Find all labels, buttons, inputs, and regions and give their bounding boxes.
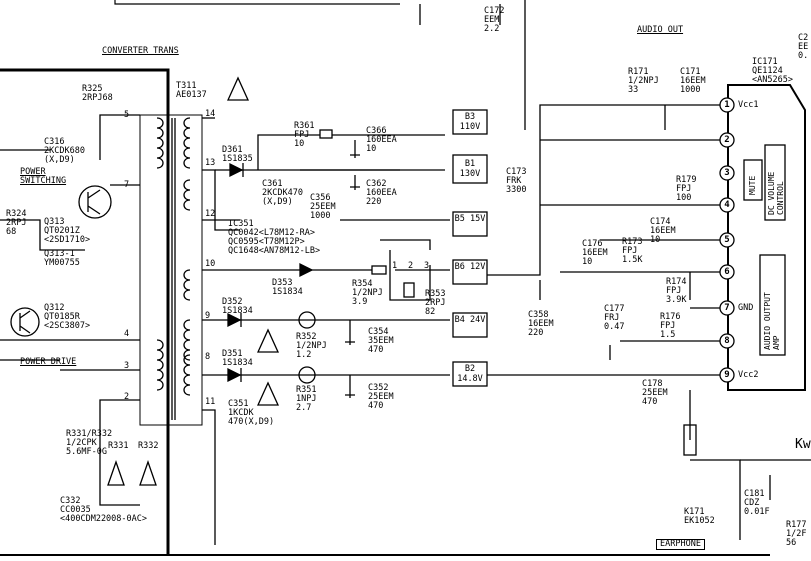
b1-label: B1 130V [459,159,481,179]
r361-label: R361 FPJ 10 [294,121,315,149]
r177-label: R177 1/2F 56 [786,520,807,548]
c172-label: C172 EEM 2.2 [484,6,505,34]
b3-box [452,109,488,135]
trans-pin-3: 3 [124,361,130,371]
vcc1-label: Vcc1 [738,100,759,110]
c356-label: C356 25EEM 1000 [310,193,336,221]
kw-label: Kw [795,437,811,452]
d353-label: D353 1S1834 [272,278,303,297]
trans-pin-11: 11 [205,397,216,407]
d361-label: D361 1S1835 [222,145,253,164]
b6-label: B6 12V [454,262,486,272]
c358-label: C358 16EEM 220 [528,310,554,338]
ic351-label: IC351 QC0042<L78M12-RA> QC0595<T78M12P> … [228,219,321,256]
c181-label: C181 CDZ 0.01F [744,489,770,517]
c316-label: C316 2KCDK680 (X,D9) [44,137,85,165]
r324-label: R324 2RPJ 68 [6,209,27,237]
ic-pin-6: 6 [724,267,730,277]
r332-short: R332 [138,441,159,451]
d352-label: D352 1S1834 [222,297,253,316]
ic-pin-7: 7 [724,303,730,313]
dc-volume-block: DC VOLUME CONTROL [767,171,785,215]
trans-pin-13: 13 [205,158,216,168]
q313-1-label: Q313-1 YM00755 [44,249,80,268]
r331-r332-label: R331/R332 1/2CPK 5.6MF-0G [66,429,113,457]
gnd-label: GND [738,303,754,313]
c354-label: C354 35EEM 470 [368,327,394,355]
t311-label: T311 AE0137 [176,81,207,100]
audio-out-header: AUDIO OUT [637,25,684,35]
b2-box [452,361,488,387]
r176-label: R176 FPJ 1.5 [660,312,681,340]
ic-pin-9: 9 [724,370,730,380]
r331-short: R331 [108,441,129,451]
c171-label: C171 16EEM 1000 [680,67,706,95]
r173-label: R173 FPJ 1.5K [622,237,643,265]
r179-label: R179 FPJ 100 [676,175,697,203]
c176-label: C176 16EEM 10 [582,239,608,267]
power-switching-header: POWER SWITCHING [20,167,67,186]
reg-pin-1: 1 [392,261,398,271]
b6-box [452,259,488,285]
c178-label: C178 25EEM 470 [642,379,668,407]
trans-pin-8: 8 [205,352,211,362]
power-drive-header: POWER DRIVE [20,357,77,367]
c362-label: C362 160EEA 220 [366,179,397,207]
ic-pin-2: 2 [724,135,730,145]
trans-pin-5: 5 [124,110,130,120]
ic-pin-8: 8 [724,336,730,346]
c361-label: C361 2KCDK470 (X,D9) [262,179,303,207]
trans-pin-14: 14 [205,109,216,119]
b5-box [452,211,488,237]
r171-label: R171 1/2NPJ 33 [628,67,659,95]
c2-label: C2 EE 0. [798,33,809,61]
b2-label: B2 14.8V [457,364,483,384]
trans-pin-10: 10 [205,259,216,269]
c177-label: C177 FRJ 0.47 [604,304,625,332]
r352-label: R352 1/2NPJ 1.2 [296,332,327,360]
q313-label: Q313 QT0201Z <2SD1710> [44,217,91,245]
r353-label: R353 2RPJ 82 [425,289,446,317]
audio-amp-block: AUDIO OUTPUT AMP [763,292,781,350]
b4-label: B4 24V [454,315,486,325]
b5-label: B5 15V [454,214,486,224]
trans-pin-9: 9 [205,311,211,321]
trans-pin-2: 2 [124,392,130,402]
b4-box [452,312,488,338]
mute-block: MUTE [748,175,757,195]
q313-transistor [78,185,112,219]
d351-label: D351 1S1834 [222,349,253,368]
c366-label: C366 160EEA 10 [366,126,397,154]
ic-pin-5: 5 [724,235,730,245]
converter-transformer [139,114,203,426]
vcc2-label: Vcc2 [738,370,759,380]
b1-box [452,154,488,184]
converter-trans-header: CONVERTER TRANS [102,46,179,56]
r351-label: R351 1NPJ 2.7 [296,385,317,413]
ic-pin-1: 1 [724,100,730,110]
r354-label: R354 1/2NPJ 3.9 [352,279,383,307]
trans-pin-7: 7 [124,180,130,190]
trans-pin-4: 4 [124,329,130,339]
warning-triangles [107,76,280,486]
r174-label: R174 FPJ 3.9K [666,277,687,305]
c332-label: C332 CC0035 <400CDM22008-0AC> [60,496,147,524]
trans-pin-12: 12 [205,209,216,219]
reg-pin-3: 3 [424,261,430,271]
ic171-label: IC171 QE1124 <AN5265> [752,57,793,85]
c173-label: C173 FRK 3300 [506,167,527,195]
ic-pin-3: 3 [724,168,730,178]
c352-label: C352 25EEM 470 [368,383,394,411]
r325-label: R325 2RPJ68 [82,84,113,103]
k171-label: K171 EK1052 [684,507,715,526]
ic-pin-4: 4 [724,200,730,210]
c351-label: C351 1KCDK 470(X,D9) [228,399,275,427]
c174-label: C174 16EEM 10 [650,217,676,245]
earphone-label: EARPHONE [656,539,705,550]
q312-label: Q312 QT0185R <2SC3807> [44,303,91,331]
reg-pin-2: 2 [408,261,414,271]
b3-label: B3 110V [459,112,481,132]
